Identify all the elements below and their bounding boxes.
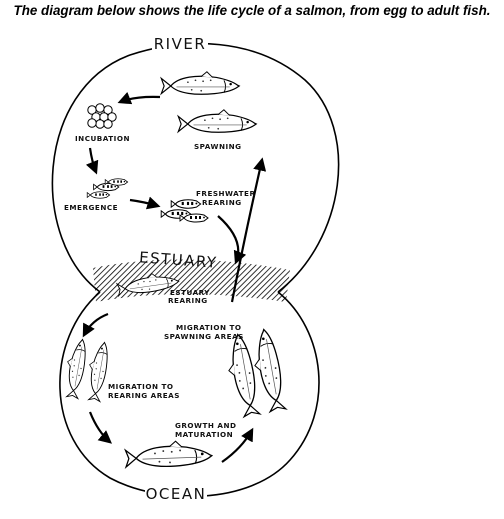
- arrow-rearing-to-estuary: [217, 215, 247, 265]
- arrow-spawning-to-eggs: [117, 91, 161, 105]
- eggs-icon: [87, 103, 117, 129]
- fry-icon: [160, 199, 209, 223]
- spawning-label: SPAWNING: [194, 142, 242, 151]
- diagram-title: The diagram below shows the life cycle o…: [13, 3, 491, 18]
- estuary-label: ESTUARY: [139, 248, 219, 271]
- growth-label-2: MATURATION: [175, 430, 233, 439]
- migration-rearing-label-1: MIGRATION TO: [108, 382, 173, 391]
- adult-salmon-icon: [124, 439, 213, 469]
- spawning-salmon-icon: [160, 71, 257, 133]
- arrow-incubation-to-emergence: [85, 147, 99, 175]
- migration-spawning-label-1: MIGRATION TO: [176, 323, 241, 332]
- freshwater-rearing-label-2: REARING: [202, 198, 242, 207]
- returning-salmon-icon: [222, 327, 288, 419]
- arrow-migration-to-spawning: [230, 157, 267, 303]
- migration-spawning-label-2: SPAWNING AREAS: [164, 332, 244, 341]
- river-label: RIVER: [154, 35, 207, 53]
- growth-label-1: GROWTH AND: [175, 421, 236, 430]
- freshwater-rearing-label-1: FRESHWATER: [196, 189, 256, 198]
- emergence-label: EMERGENCE: [64, 203, 118, 212]
- arrow-to-rearing-areas: [88, 411, 113, 444]
- river-label-bg: [152, 36, 208, 52]
- ocean-label: OCEAN: [146, 485, 207, 503]
- ocean-label-bg: [145, 485, 207, 503]
- incubation-label: INCUBATION: [75, 134, 130, 143]
- estuary-rearing-label-2: REARING: [168, 296, 208, 305]
- arrow-emergence-to-rearing: [129, 196, 161, 210]
- juvenile-salmon-icon: [61, 337, 112, 403]
- arrow-to-maturation: [221, 427, 254, 463]
- estuary-rearing-label-1: ESTUARY: [170, 288, 210, 297]
- arrow-estuary-to-ocean: [82, 312, 109, 338]
- cycle-arrows: [82, 91, 267, 463]
- alevin-icon: [86, 178, 128, 199]
- migration-rearing-label-2: REARING AREAS: [108, 391, 180, 400]
